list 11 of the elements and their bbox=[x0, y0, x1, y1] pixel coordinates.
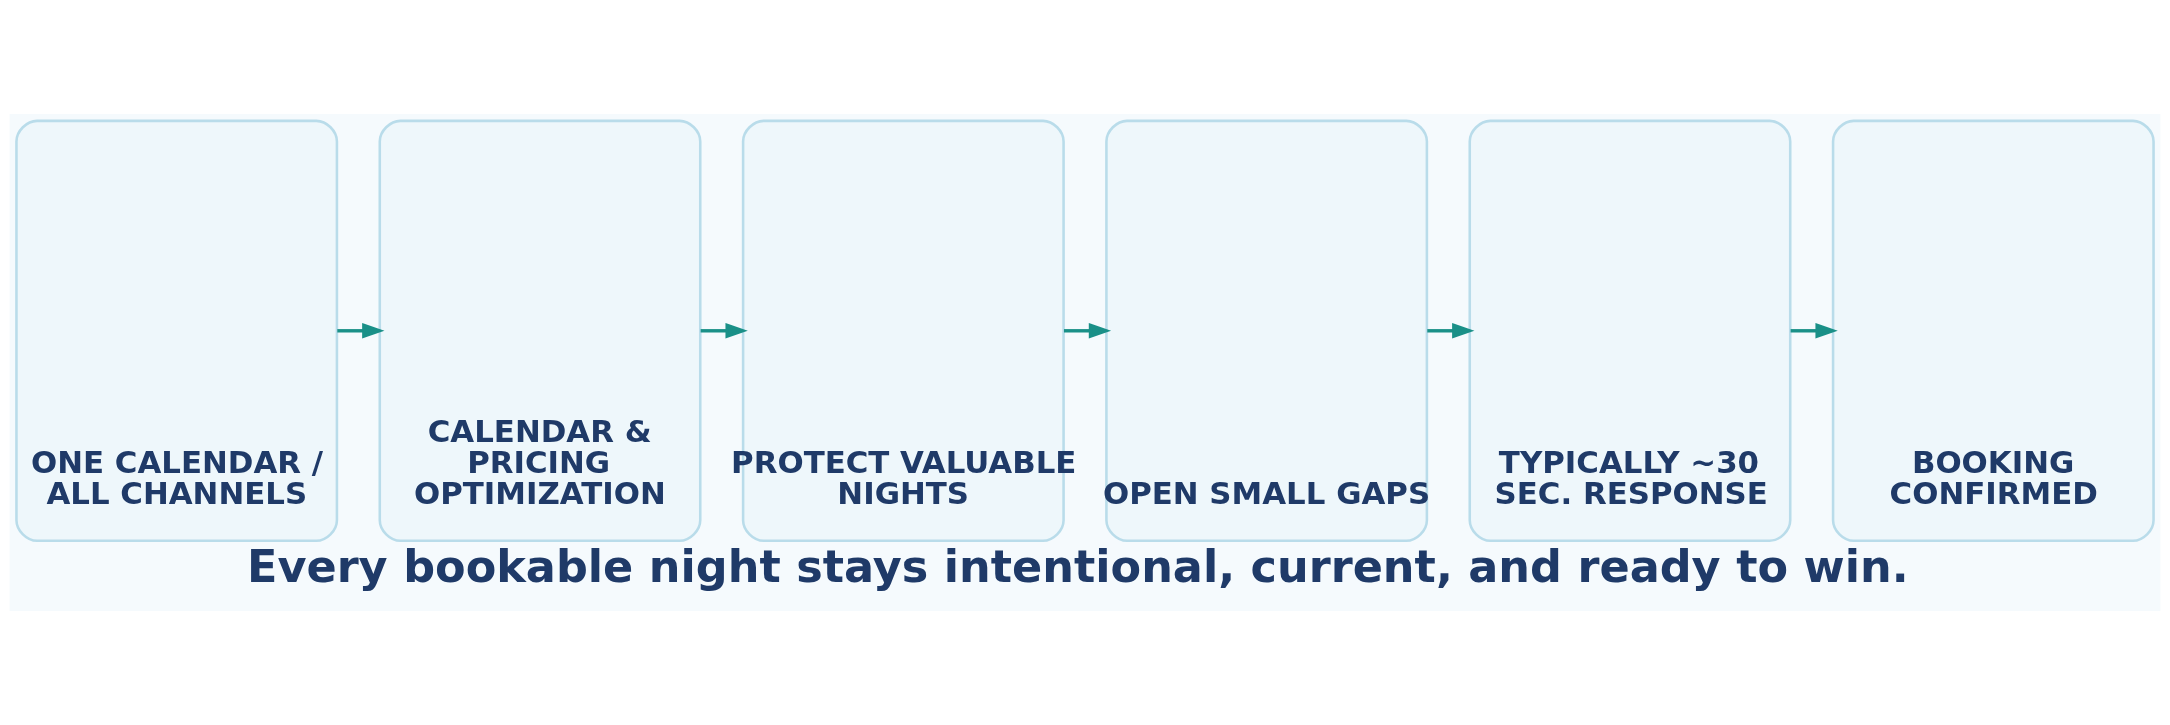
caption: Every bookable night stays intentional, current, and ready to win. bbox=[246, 540, 1909, 593]
node-box: BOOKING CONFIRMED bbox=[1831, 119, 2155, 542]
node-box: TYPICALLY ~30 SEC. RESPONSE bbox=[1468, 119, 1792, 542]
arrow bbox=[1063, 323, 1112, 339]
arrow bbox=[1790, 323, 1838, 339]
node-box: ONE CALENDAR / ALL CHANNELS bbox=[15, 119, 339, 542]
arrow bbox=[700, 323, 748, 339]
arrow bbox=[1427, 323, 1475, 339]
arrow bbox=[337, 323, 385, 339]
node-box: OPEN SMALL GAPS bbox=[1105, 119, 1429, 542]
node-box: CALENDAR & PRICING OPTIMIZATION bbox=[378, 119, 702, 542]
